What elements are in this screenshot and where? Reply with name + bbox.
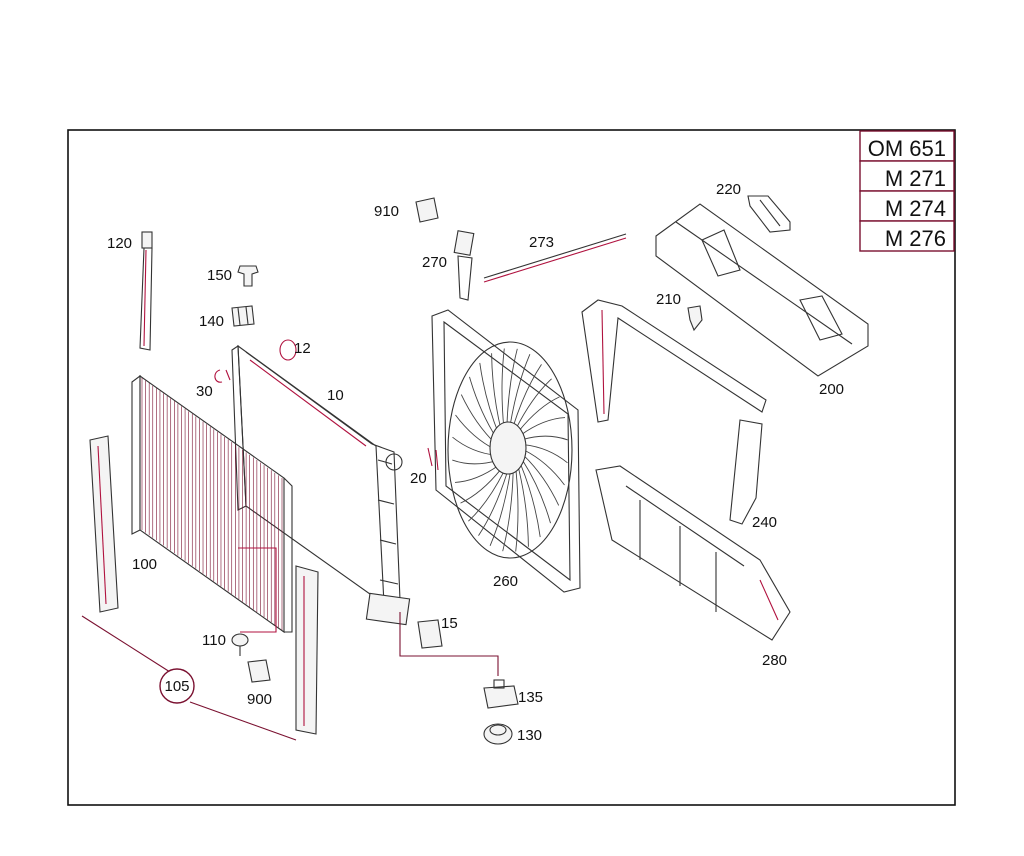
- callout-140[interactable]: 140: [199, 313, 224, 330]
- callout-15[interactable]: 15: [441, 615, 458, 632]
- engine-code-cell: [859, 220, 955, 252]
- callout-900[interactable]: 900: [247, 691, 272, 708]
- callout-220[interactable]: 220: [716, 181, 741, 198]
- part-273-cable: [483, 233, 627, 283]
- part-20-clip: [427, 447, 439, 471]
- part-150-clip: [237, 265, 259, 287]
- fan-blade: [522, 435, 568, 441]
- fan-blade: [520, 417, 566, 436]
- part-200-crossmember: [655, 203, 869, 377]
- fan-hub: [489, 421, 527, 475]
- callout-135[interactable]: 135: [518, 689, 543, 706]
- diagram-frame: [67, 129, 956, 806]
- callout-260[interactable]: 260: [493, 573, 518, 590]
- callout-280[interactable]: 280: [762, 652, 787, 669]
- callout-110[interactable]: 110: [202, 632, 226, 649]
- callout-150[interactable]: 150: [207, 267, 232, 284]
- fan-blade: [518, 396, 560, 432]
- part-110-fitting: [231, 633, 249, 656]
- fan-blade: [460, 468, 502, 504]
- fan-blade: [523, 444, 568, 464]
- part-220-cover: [747, 195, 791, 233]
- fan-blade: [522, 460, 551, 524]
- part-270-sensor: [453, 230, 475, 301]
- fan-blade: [512, 364, 542, 427]
- condenser-fins: [141, 378, 283, 630]
- fan-blades: [452, 348, 568, 552]
- callout-labels: 120 150 140 12 30 10 20 100 110 900 105 …: [107, 181, 844, 744]
- callout-105-circle: [159, 668, 195, 704]
- callout-240[interactable]: 240: [752, 514, 777, 531]
- callout-273[interactable]: 273: [529, 234, 554, 251]
- fan-blade: [518, 468, 529, 547]
- fan-blade: [489, 473, 511, 546]
- callout-210[interactable]: 210: [656, 291, 681, 308]
- engine-code-m276[interactable]: M 276: [885, 226, 946, 251]
- part-140-grommet: [231, 305, 255, 327]
- fan-blade: [491, 353, 502, 432]
- callout-120[interactable]: 120: [107, 235, 132, 252]
- callout-100[interactable]: 100: [132, 556, 157, 573]
- callout-30[interactable]: 30: [196, 383, 213, 400]
- fan-blade: [478, 473, 508, 536]
- part-280-air-duct: [595, 465, 791, 641]
- engine-code-om651[interactable]: OM 651: [868, 136, 946, 161]
- part-240-side-frame: [581, 299, 767, 525]
- fan-blade: [506, 348, 518, 427]
- fan-blade: [502, 473, 514, 552]
- part-12-o-ring: [279, 339, 297, 361]
- fan-blade: [523, 454, 560, 506]
- callout-105[interactable]: 105: [164, 678, 189, 695]
- part-260-fan-shroud: [431, 309, 581, 593]
- engine-code-table: OM 651 M 271 M 274 M 276: [859, 130, 955, 252]
- part-900-label: [247, 659, 271, 683]
- fan-blade: [520, 464, 541, 538]
- part-135-cap: [483, 679, 519, 709]
- callout-130[interactable]: 130: [517, 727, 542, 744]
- callout-20[interactable]: 20: [410, 470, 427, 487]
- part-10-radiator: [231, 344, 411, 626]
- fan-blade: [515, 378, 552, 429]
- part-105-right-bracket: [295, 565, 319, 735]
- callout-910[interactable]: 910: [374, 203, 399, 220]
- fan-blade: [479, 362, 500, 436]
- fan-blade: [509, 354, 531, 427]
- assembly-105-leader: [81, 615, 297, 741]
- fan-blade: [454, 464, 500, 483]
- part-910-label: [415, 197, 439, 223]
- part-30-clip: [214, 369, 231, 383]
- fan-blade: [515, 471, 519, 552]
- fan-blade: [468, 471, 505, 522]
- callout-10[interactable]: 10: [327, 387, 344, 404]
- part-105-left-bracket: [89, 435, 119, 613]
- part-120-rod: [139, 231, 153, 351]
- fan-blade: [501, 348, 505, 429]
- part-15-grommet: [417, 619, 443, 649]
- part-210-clip: [687, 305, 703, 332]
- callout-200[interactable]: 200: [819, 381, 844, 398]
- fan-blade: [523, 449, 565, 486]
- fan-blade: [452, 459, 498, 465]
- engine-code-m274[interactable]: M 274: [885, 196, 946, 221]
- part-130-cap: [483, 723, 513, 745]
- leader-135: [399, 612, 499, 676]
- part-100-condenser: [131, 374, 293, 634]
- engine-code-m271[interactable]: M 271: [885, 166, 946, 191]
- callout-270[interactable]: 270: [422, 254, 447, 271]
- callout-12[interactable]: 12: [294, 340, 311, 357]
- engine-code-cell: [859, 190, 955, 222]
